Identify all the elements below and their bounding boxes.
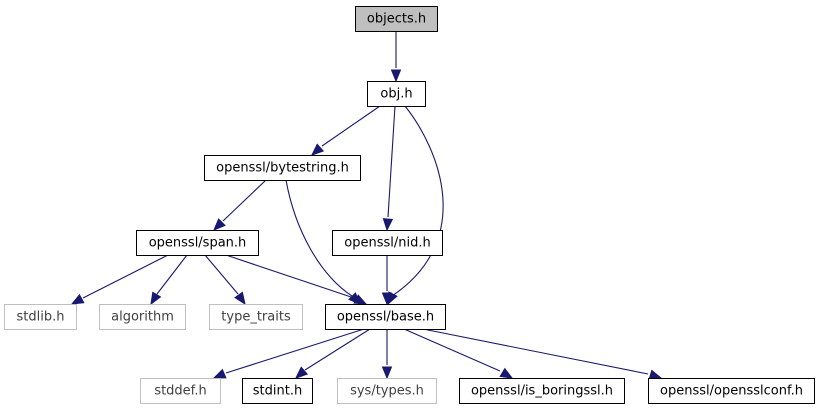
edge-line xyxy=(391,105,444,297)
arrow-head-icon xyxy=(213,218,226,231)
edge-line xyxy=(204,254,239,295)
node-box xyxy=(209,304,303,330)
edge-line xyxy=(321,105,381,147)
arrow-head-icon xyxy=(381,366,393,380)
edge-base_h-to-stddef_h xyxy=(212,328,365,379)
node-label: openssl/nid.h xyxy=(344,236,430,251)
node-label: algorithm xyxy=(111,310,174,325)
node-sys-types-h: sys/types.h xyxy=(337,378,437,404)
edge-span_h-to-algorithm xyxy=(150,254,188,306)
node-nid-h[interactable]: openssl/nid.h xyxy=(332,230,443,256)
edge-line xyxy=(285,179,353,297)
node-label: openssl/span.h xyxy=(149,236,247,251)
node-box xyxy=(459,378,625,404)
node-box xyxy=(242,378,313,404)
edge-line xyxy=(422,328,649,375)
arrow-head-icon xyxy=(234,291,246,306)
node-stdlib-h: stdlib.h xyxy=(4,304,77,330)
node-box xyxy=(332,230,443,256)
edge-line xyxy=(82,254,169,299)
node-box xyxy=(337,378,437,404)
node-label: openssl/opensslconf.h xyxy=(660,384,803,399)
node-label: sys/types.h xyxy=(350,384,424,399)
node-opensslconf-h[interactable]: openssl/opensslconf.h xyxy=(648,378,815,404)
arrow-head-icon xyxy=(212,368,227,379)
edge-base_h-to-sys_types_h xyxy=(381,329,393,380)
arrow-head-icon xyxy=(353,294,368,305)
node-label: stdint.h xyxy=(253,384,302,399)
node-box xyxy=(4,304,77,330)
node-bytestring-h[interactable]: openssl/bytestring.h xyxy=(204,155,361,181)
node-box xyxy=(204,155,361,181)
node-box xyxy=(648,378,815,404)
arrow-head-icon xyxy=(70,293,85,305)
node-box xyxy=(367,81,426,107)
edge-obj_h-to-nid_h xyxy=(382,105,396,232)
arrow-head-icon xyxy=(390,69,402,83)
node-box xyxy=(325,304,446,330)
nodes-layer: objects.h obj.h openssl/bytestring.h openss… xyxy=(4,6,815,404)
arrow-head-icon xyxy=(648,369,663,380)
edge-line xyxy=(222,179,267,222)
arrow-head-icon xyxy=(311,143,325,156)
node-base-h[interactable]: openssl/base.h xyxy=(325,304,446,330)
arrow-head-icon xyxy=(295,366,309,379)
edge-line xyxy=(225,328,365,374)
node-objects-h[interactable]: objects.h xyxy=(355,6,438,32)
node-label: stdlib.h xyxy=(17,310,65,325)
edge-base_h-to-is_boringssl_h xyxy=(403,328,514,379)
edge-nid_h-to-base_h xyxy=(381,255,393,306)
edge-base_h-to-stdint_h xyxy=(295,328,371,379)
node-obj-h[interactable]: obj.h xyxy=(367,81,426,107)
edge-line xyxy=(156,254,188,295)
edge-line xyxy=(304,328,371,371)
arrow-head-icon xyxy=(381,292,393,306)
node-is-boringssl-h[interactable]: openssl/is_boringssl.h xyxy=(459,378,625,404)
edge-span_h-to-base_h xyxy=(225,254,368,305)
edge-obj_h-to-base_h xyxy=(387,105,444,306)
node-label: type_traits xyxy=(221,310,291,325)
arrow-head-icon xyxy=(150,291,162,306)
edge-obj_h-to-bytestring_h xyxy=(311,105,381,156)
node-label: openssl/base.h xyxy=(337,310,434,325)
edge-span_h-to-type_traits xyxy=(204,254,246,306)
arrow-head-icon xyxy=(499,367,514,379)
edge-objects_h-to-obj_h xyxy=(390,31,402,83)
edge-line xyxy=(225,254,355,299)
edge-line xyxy=(387,105,396,218)
node-type-traits: type_traits xyxy=(209,304,303,330)
edge-bytestring_h-to-span_h xyxy=(213,179,267,231)
node-span-h[interactable]: openssl/span.h xyxy=(136,230,259,256)
node-label: stddef.h xyxy=(154,384,206,399)
node-stddef-h: stddef.h xyxy=(140,378,221,404)
node-box xyxy=(99,304,186,330)
node-label: obj.h xyxy=(380,87,412,102)
edge-line xyxy=(403,328,501,372)
node-box xyxy=(136,230,259,256)
edge-base_h-to-opensslconf_h xyxy=(422,328,663,380)
node-label: objects.h xyxy=(367,12,426,27)
node-algorithm: algorithm xyxy=(99,304,186,330)
edge-span_h-to-stdlib_h xyxy=(70,254,169,305)
node-box xyxy=(140,378,221,404)
arrow-head-icon xyxy=(382,218,394,232)
node-box xyxy=(355,6,438,32)
node-label: openssl/is_boringssl.h xyxy=(471,384,613,399)
node-label: openssl/bytestring.h xyxy=(216,161,349,176)
edges-layer xyxy=(70,31,663,380)
node-stdint-h[interactable]: stdint.h xyxy=(242,378,313,404)
